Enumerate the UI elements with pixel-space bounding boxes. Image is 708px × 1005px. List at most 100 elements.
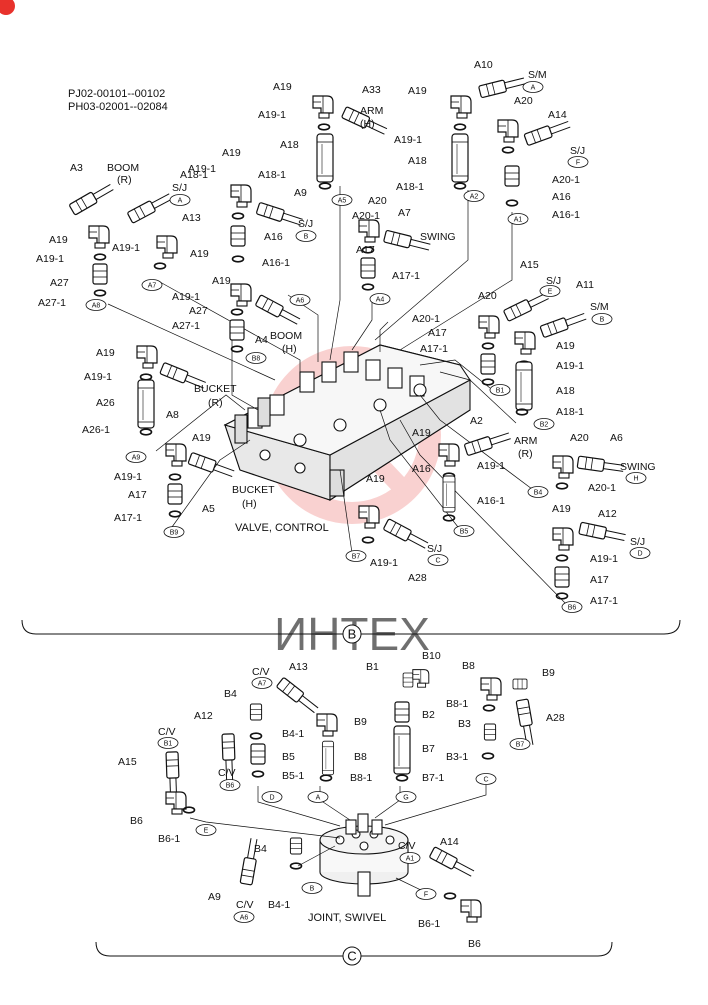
part-label: B2 <box>422 709 435 721</box>
nipple-a17-b9[interactable] <box>167 483 183 505</box>
port-tag: A <box>307 791 329 803</box>
part-label: BUCKET <box>194 383 237 395</box>
oring-b3-1[interactable] <box>481 752 495 760</box>
part-label: A9 <box>208 891 221 903</box>
fitting-b6-right[interactable] <box>460 899 482 923</box>
elbow-a19-b9[interactable] <box>165 443 187 467</box>
port-tag-label: B6 <box>568 605 577 612</box>
adapter-a18-a2[interactable] <box>451 133 469 183</box>
elbow-a19-a7[interactable] <box>156 235 178 259</box>
elbow-a20-a4[interactable] <box>358 219 380 243</box>
fitting-b4-top[interactable] <box>249 703 263 721</box>
elbow-a19-b5[interactable] <box>438 443 460 467</box>
oring-a17-1-a4[interactable] <box>361 283 375 291</box>
oring-a19-1-b[interactable] <box>231 212 245 220</box>
oring-a19-1-a5[interactable] <box>317 123 331 131</box>
oring-a19-1-b9[interactable] <box>168 473 182 481</box>
nipple-a16-a1[interactable] <box>504 165 520 187</box>
cv-a1-hose-end-a14[interactable] <box>428 846 477 880</box>
oring-a20-1-a1[interactable] <box>501 146 515 154</box>
oring-a19-1-a2[interactable] <box>453 123 467 131</box>
port-tag-outline <box>561 601 583 613</box>
swing-h-hose-end-a6[interactable] <box>576 455 625 475</box>
adapter-a16-b5[interactable] <box>442 475 456 513</box>
nipple-a27-b8[interactable] <box>229 319 245 341</box>
nipple-a17-b1[interactable] <box>480 353 496 375</box>
fitting-b4-lower[interactable] <box>289 837 303 855</box>
oring-a27-1-left[interactable] <box>93 289 107 297</box>
elbow-a19-left[interactable] <box>88 225 110 249</box>
oring-a18-1-a5[interactable] <box>318 182 332 190</box>
nipple-a17-a4[interactable] <box>360 257 376 279</box>
oring-b6-1-left[interactable] <box>182 806 196 814</box>
fitting-b1[interactable] <box>402 672 414 688</box>
port-tag-label: B5 <box>460 529 469 536</box>
cv-b1-hose-end-a15[interactable] <box>165 751 181 799</box>
nipple-a16-b[interactable] <box>230 225 246 247</box>
bucket-h-hose-end-a5[interactable] <box>187 451 236 480</box>
oring-b7-1[interactable] <box>395 774 409 782</box>
oring-a19-1-b8[interactable] <box>230 308 244 316</box>
elbow-a20-b1[interactable] <box>478 315 500 339</box>
nipple-a17-b6[interactable] <box>554 566 570 588</box>
elbow-a19-a5[interactable] <box>312 95 334 119</box>
oring-a20-1-b4[interactable] <box>555 482 569 490</box>
fitting-b9[interactable] <box>512 678 528 690</box>
fitting-b9-mid[interactable] <box>316 713 338 737</box>
oring-a27-1-b8[interactable] <box>230 345 244 353</box>
oring-b8-1[interactable] <box>482 704 496 712</box>
oring-a19-1-left[interactable] <box>93 253 107 261</box>
oring-b5-1[interactable] <box>251 770 265 778</box>
part-label: A13 <box>182 212 201 224</box>
oring-a18-1-a2[interactable] <box>453 182 467 190</box>
oring-a17-1-b9[interactable] <box>168 510 182 518</box>
oring-a19-1-a9[interactable] <box>139 373 153 381</box>
sj-f-hose-end-a14[interactable] <box>523 118 572 147</box>
oring-a19-1-b6[interactable] <box>555 554 569 562</box>
port-tag-label: A6 <box>296 298 305 305</box>
fitting-b3[interactable] <box>483 723 497 741</box>
elbow-a20-a1[interactable] <box>497 119 519 143</box>
oring-a17-1-b1[interactable] <box>481 378 495 386</box>
fitting-b8[interactable] <box>480 677 502 701</box>
sj-a-hose-end-a13[interactable] <box>126 190 175 224</box>
oring-a26-1-a9[interactable] <box>139 428 153 436</box>
sj-c-hose-end-a28[interactable] <box>382 518 431 552</box>
oring-b6-1-right[interactable] <box>443 892 457 900</box>
oring-a20-1-b1[interactable] <box>481 342 495 350</box>
oring-a16-1-b[interactable] <box>231 255 245 263</box>
adapter-a18-b2[interactable] <box>515 361 533 411</box>
fitting-b10[interactable] <box>412 669 430 688</box>
oring-b4-1-lower[interactable] <box>289 862 303 870</box>
oring-a19-1-b7[interactable] <box>361 536 375 544</box>
elbow-a19-a2[interactable] <box>450 95 472 119</box>
elbow-a19-b6[interactable] <box>552 527 574 551</box>
arm-r-hose-end-a2[interactable] <box>463 429 513 457</box>
elbow-a19-b7[interactable] <box>358 505 380 529</box>
elbow-a19-b8[interactable] <box>230 283 252 307</box>
oring-a16-1-a1[interactable] <box>505 199 519 207</box>
sm-b-hose-end-a11[interactable] <box>539 310 588 339</box>
fitting-b5[interactable] <box>250 743 266 765</box>
adapter-b8[interactable] <box>321 740 335 776</box>
part-label: A3 <box>70 162 83 174</box>
part-label: S/J <box>630 536 645 548</box>
cv-a7-hose-end-a13[interactable] <box>275 676 321 716</box>
adapter-b7[interactable] <box>393 725 411 775</box>
boom-r-hose-end-a3[interactable] <box>68 181 116 216</box>
sj-b-hose-end-a9[interactable] <box>255 201 305 229</box>
oring-a19-1-a7[interactable] <box>153 262 167 270</box>
port-tag-outline <box>629 547 651 559</box>
adapter-a18-a5[interactable] <box>316 133 334 183</box>
oring-b8-1-lower[interactable] <box>319 774 333 782</box>
elbow-a19-b2[interactable] <box>514 331 536 355</box>
sj-d-hose-end-a12[interactable] <box>578 521 627 545</box>
port-tag-label: B4 <box>534 490 543 497</box>
nipple-a27-left[interactable] <box>92 263 108 285</box>
oring-b4-1-top[interactable] <box>249 732 263 740</box>
fitting-b2[interactable] <box>394 701 410 723</box>
elbow-a20-b4[interactable] <box>552 455 574 479</box>
adapter-a26-a9[interactable] <box>137 379 155 429</box>
elbow-a19-a9[interactable] <box>136 345 158 369</box>
elbow-a19-b[interactable] <box>230 184 252 208</box>
